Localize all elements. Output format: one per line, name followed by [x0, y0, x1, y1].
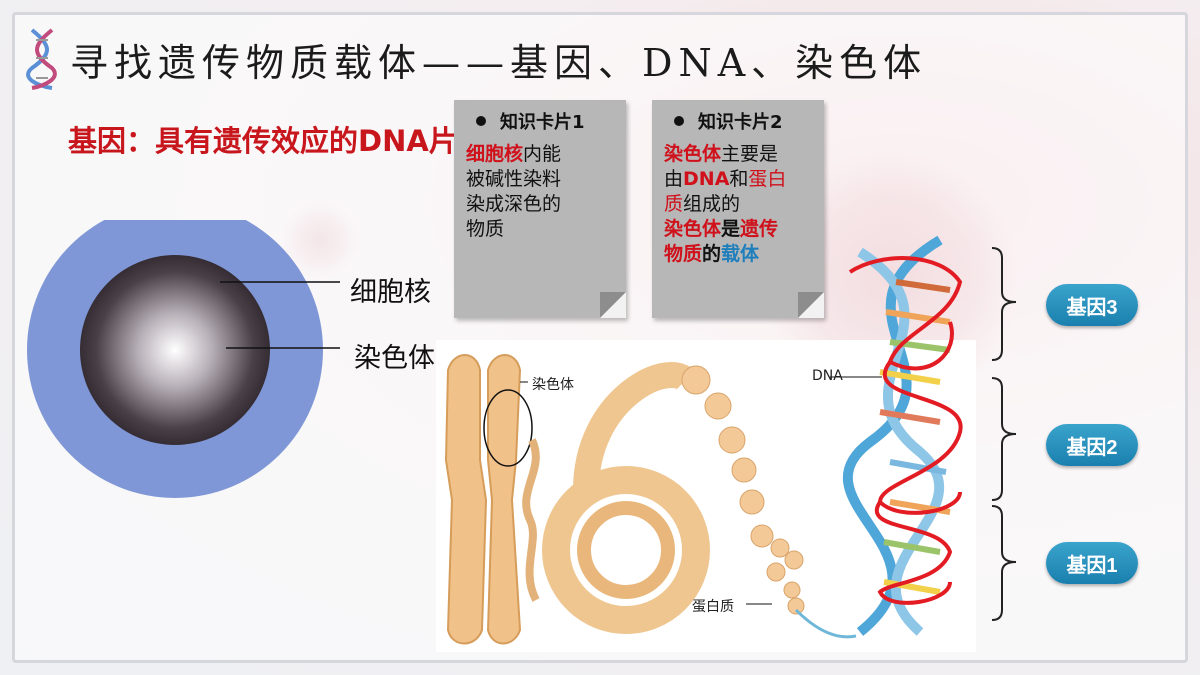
term-carrier: 载体 [721, 243, 760, 265]
term-material: 物质 [664, 243, 703, 265]
card-heading: 知识卡片1 [476, 108, 614, 134]
bullet-icon [476, 116, 486, 126]
card-heading: 知识卡片2 [674, 108, 812, 134]
gene-definition: 基因：具有遗传效应的DNA片段 [68, 124, 487, 158]
dna-icon [26, 28, 57, 90]
card-text: 内能 [523, 143, 562, 165]
card-text: 被碱性染料 [466, 168, 562, 190]
title-bar: 寻找遗传物质载体——基因、DNA、染色体 [26, 26, 927, 92]
term-chromosome: 染色体 [664, 218, 722, 240]
nucleus-label: 细胞核 [350, 277, 431, 308]
page-title: 寻找遗传物质载体——基因、DNA、染色体 [70, 40, 928, 85]
card-text: 和 [729, 168, 749, 190]
bullet-icon [674, 116, 684, 126]
brace-gene-1 [991, 505, 1017, 621]
brace-gene-3 [991, 247, 1017, 361]
page-curl [600, 292, 626, 318]
gene-2-button[interactable]: 基因2 [1046, 424, 1138, 466]
card-text: 是 [721, 218, 741, 240]
term-chromosome: 染色体 [664, 143, 722, 165]
card-text: 由 [664, 168, 684, 190]
dna-helix-panel: DNA [800, 232, 980, 642]
card-text: 的 [702, 243, 722, 265]
chromosome-label: 染色体 [354, 343, 435, 374]
nucleus [80, 255, 270, 445]
brace-gene-2 [991, 377, 1017, 501]
term-dna: DNA [683, 168, 730, 190]
dna-helix-graphic [830, 235, 963, 636]
gene-3-button[interactable]: 基因3 [1046, 284, 1138, 326]
gene-1-button[interactable]: 基因1 [1046, 542, 1138, 584]
knowledge-card-2: 知识卡片2 染色体主要是 由DNA和蛋白 质组成的 染色体是遗传 物质的载体 [652, 100, 824, 318]
illus-chromosome-label: 染色体 [532, 377, 574, 393]
term-protein: 质 [664, 193, 684, 215]
card-2-body: 染色体主要是 由DNA和蛋白 质组成的 染色体是遗传 物质的载体 [664, 142, 812, 267]
card-text: 物质 [466, 218, 505, 240]
card-text: 染成深色的 [466, 193, 562, 215]
card-1-title: 知识卡片1 [500, 112, 585, 133]
chromatin-graphic [444, 354, 857, 645]
card-2-title: 知识卡片2 [698, 112, 783, 133]
term-genetic: 遗传 [740, 218, 779, 240]
page-curl [798, 292, 824, 318]
dna-label: DNA [812, 368, 843, 384]
cell-diagram [27, 220, 340, 498]
term-protein: 蛋白 [748, 168, 787, 190]
knowledge-card-1: 知识卡片1 细胞核内能 被碱性染料 染成深色的 物质 [454, 100, 626, 318]
illus-protein-label: 蛋白质 [692, 599, 734, 615]
card-text: 主要是 [721, 143, 779, 165]
card-text: 组成的 [683, 193, 741, 215]
card-1-body: 细胞核内能 被碱性染料 染成深色的 物质 [466, 142, 614, 242]
term-nucleus: 细胞核 [466, 143, 524, 165]
gene-braces [991, 247, 1017, 621]
